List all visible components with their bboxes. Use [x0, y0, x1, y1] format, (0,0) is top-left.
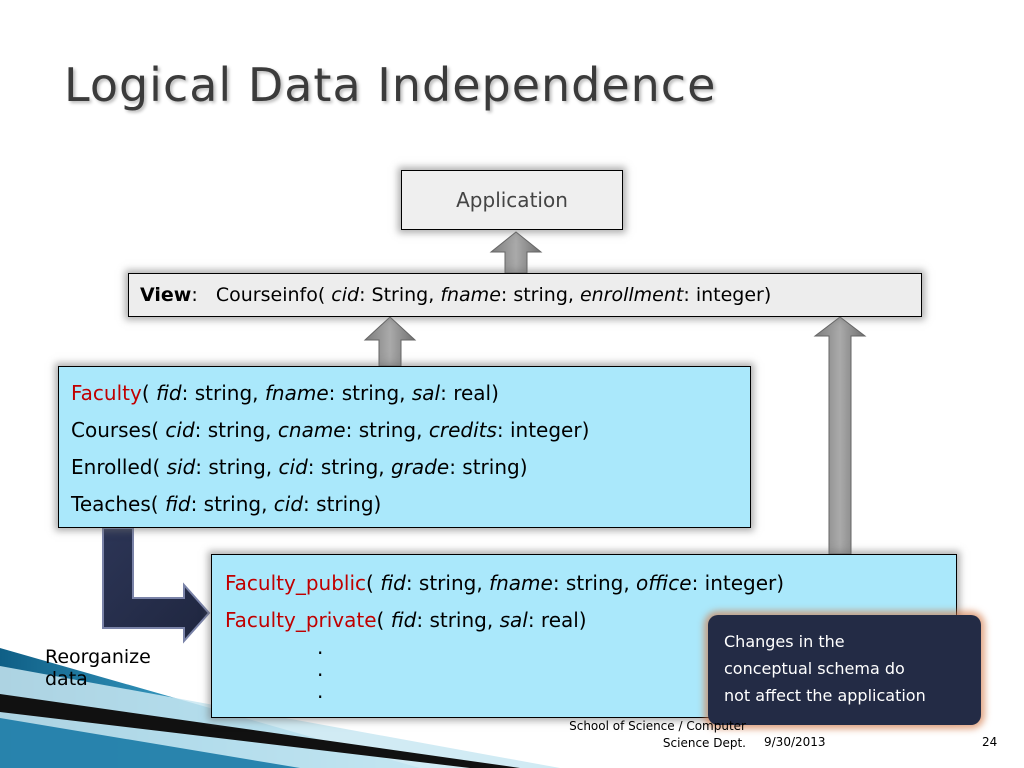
slide-title: Logical Data Independence [64, 58, 717, 112]
application-box: Application [401, 170, 623, 230]
arrow-physical-to-view [813, 316, 867, 555]
decor-stripe-black [0, 694, 520, 768]
reorganize-line: Reorganize [45, 646, 151, 668]
callout-line: Changes in the [724, 632, 845, 651]
schema-line: Enrolled( sid: string, cid: string, grad… [71, 455, 528, 479]
schema-line: Courses( cid: string, cname: string, cre… [71, 418, 590, 442]
reorganize-label: Reorganize data [45, 646, 151, 690]
arrow-view-to-application [489, 231, 543, 274]
arrow-schema-to-view [363, 316, 417, 367]
physical-line: Faculty_private( fid: string, sal: real) [225, 608, 587, 632]
ellipsis-dot: . [317, 635, 324, 659]
page-number: 24 [982, 735, 998, 749]
footer-dept-line: School of Science / Computer [569, 719, 746, 733]
ellipsis-dot: . [317, 679, 324, 703]
physical-line: Faculty_public( fid: string, fname: stri… [225, 571, 785, 595]
arrow-reorganize [102, 527, 211, 644]
footer-date: 9/30/2013 [764, 735, 826, 749]
callout-note: Changes in the conceptual schema do not … [708, 615, 981, 725]
schema-line: Teaches( fid: string, cid: string) [71, 492, 382, 516]
ellipsis-dot: . [317, 657, 324, 681]
schema-line: Faculty( fid: string, fname: string, sal… [71, 381, 499, 405]
footer-dept-line: Science Dept. [662, 736, 746, 750]
callout-line: conceptual schema do [724, 659, 905, 678]
footer-department: School of Science / Computer Science Dep… [520, 718, 746, 752]
view-box: View: Courseinfo( cid: String, fname: st… [128, 273, 922, 317]
application-label: Application [456, 188, 568, 212]
view-separator: : [191, 284, 198, 306]
reorganize-line: data [45, 668, 88, 690]
view-definition: Courseinfo( cid: String, fname: string, … [215, 284, 772, 306]
decor-stripe-teal [0, 718, 300, 768]
conceptual-schema-box: Faculty( fid: string, fname: string, sal… [58, 366, 751, 528]
view-label: View [140, 284, 192, 306]
callout-line: not affect the application [724, 686, 926, 705]
